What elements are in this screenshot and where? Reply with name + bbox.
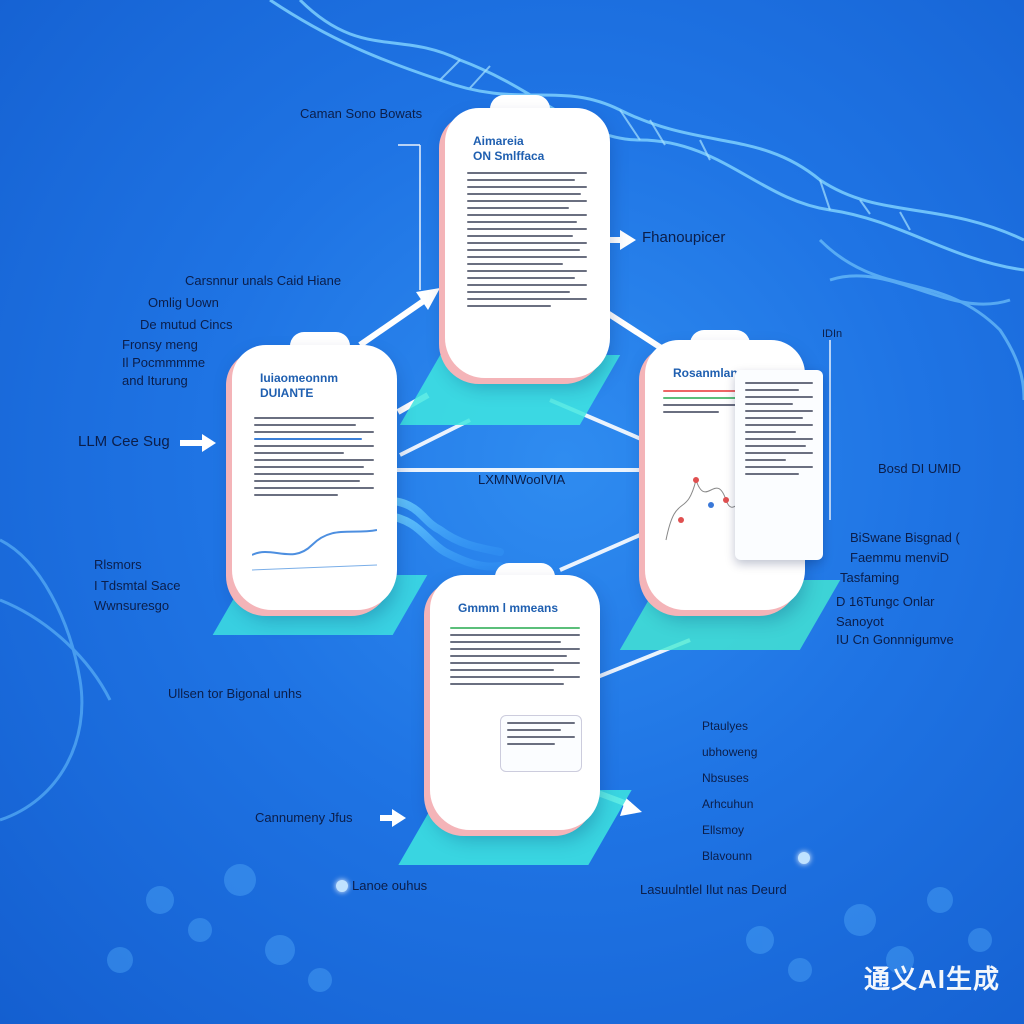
label-right-top-small: IDIn bbox=[822, 328, 843, 340]
label-stack-2: ubhoweng bbox=[702, 745, 758, 759]
card-left-title: Iuiaomeonnm DUIANTE bbox=[260, 371, 339, 400]
label-left-bullet-3: Wwnsuresgo bbox=[94, 598, 170, 613]
label-top-title: Caman Sono Bowats bbox=[300, 106, 423, 121]
label-right: Bosd DI UMID bbox=[878, 461, 962, 476]
card-top-title: Aimareia ON Smlffaca bbox=[473, 134, 545, 163]
document-card-bottom: Gmmm l mmeans bbox=[430, 575, 600, 830]
label-bottom-right: Lasuulntlel Ilut nas Deurd bbox=[640, 882, 787, 897]
label-stack-6: Blavounn bbox=[702, 849, 753, 863]
bracket-lines bbox=[398, 144, 831, 520]
label-right-top: Fhanoupicer bbox=[642, 229, 726, 246]
label-right-bullet-4: D 16Tungc Onlar bbox=[836, 594, 935, 609]
dna-helix-left bbox=[0, 538, 112, 822]
card-right-plot bbox=[665, 477, 750, 541]
card-left-wave bbox=[252, 529, 377, 571]
glow-strand bbox=[376, 496, 504, 571]
label-stack-4: Arhcuhun bbox=[702, 797, 754, 811]
label-left-block-6: and Iturung bbox=[122, 373, 188, 388]
label-llm-stage: LLM Cee Sug bbox=[78, 433, 170, 450]
card-left-text-lines bbox=[254, 417, 374, 501]
dna-helix-right bbox=[818, 238, 1024, 401]
label-left-block-2: Omlig Uown bbox=[148, 295, 219, 310]
label-left-block-3: De mutud Cincs bbox=[140, 317, 233, 332]
bokeh-dots bbox=[107, 864, 992, 992]
label-stack-5: Ellsmoy bbox=[702, 823, 745, 837]
card-right-text-lines bbox=[663, 390, 743, 418]
glow-dot-right bbox=[798, 852, 810, 864]
dna-rungs-top bbox=[439, 59, 911, 231]
label-center-link: LXMNWooIVIA bbox=[478, 472, 566, 487]
label-left-block-1: Carsnnur unals Caid Hiane bbox=[185, 273, 342, 288]
label-bottom-left: Cannumeny Jfus bbox=[255, 810, 353, 825]
card-top-text-lines bbox=[467, 172, 587, 312]
label-left-bullet-1: Rlsmors bbox=[94, 557, 142, 572]
card-bottom-inset bbox=[500, 715, 582, 772]
label-left-bullet-2: I Tdsmtal Sace bbox=[94, 578, 181, 593]
label-right-bullet-1: BiSwane Bisgnad ( bbox=[850, 530, 960, 545]
document-card-top: Aimareia ON Smlffaca bbox=[445, 108, 610, 378]
card-bottom-text-lines bbox=[450, 627, 580, 690]
label-stack-3: Nbsuses bbox=[702, 771, 749, 785]
label-right-bullet-2: Faemmu menviD bbox=[850, 550, 949, 565]
label-right-bullet-5: Sanoyot bbox=[836, 614, 884, 629]
card-bottom-title: Gmmm l mmeans bbox=[458, 601, 559, 615]
glow-dot-left bbox=[336, 880, 348, 892]
document-card-left: Iuiaomeonnm DUIANTE bbox=[232, 345, 397, 610]
label-left-bottom: Ullsen tor Bigonal unhs bbox=[168, 686, 302, 701]
label-bottom-center: Lanoe ouhus bbox=[352, 878, 428, 893]
label-left-block-5: Il Pocmmmme bbox=[122, 355, 206, 370]
watermark: 通义AI生成 bbox=[863, 964, 1000, 994]
label-stack-1: Ptaulyes bbox=[702, 719, 749, 733]
label-right-bullet-6: IU Cn Gonnnigumve bbox=[836, 632, 954, 647]
label-right-bullet-3: Tasfaming bbox=[840, 570, 900, 585]
label-left-block-4: Fronsy meng bbox=[122, 337, 198, 352]
side-panel-right bbox=[735, 370, 823, 560]
